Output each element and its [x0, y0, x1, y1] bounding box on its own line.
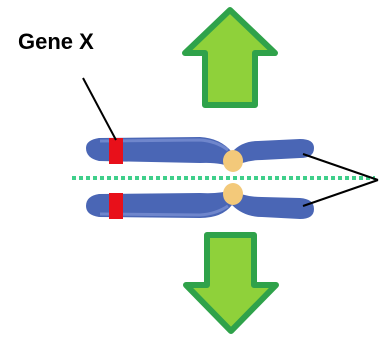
upper-chromatid	[86, 137, 314, 168]
spindle-fibers	[302, 153, 379, 207]
centromere	[223, 150, 243, 205]
arrow-up-icon	[182, 7, 278, 108]
arrow-down-icon	[183, 232, 279, 334]
lower-chromatid	[86, 190, 314, 219]
gene-band-upper	[109, 138, 123, 164]
gene-label: Gene X	[18, 29, 94, 54]
gene-band-lower	[109, 193, 123, 219]
gene-pointer-line	[82, 77, 117, 141]
